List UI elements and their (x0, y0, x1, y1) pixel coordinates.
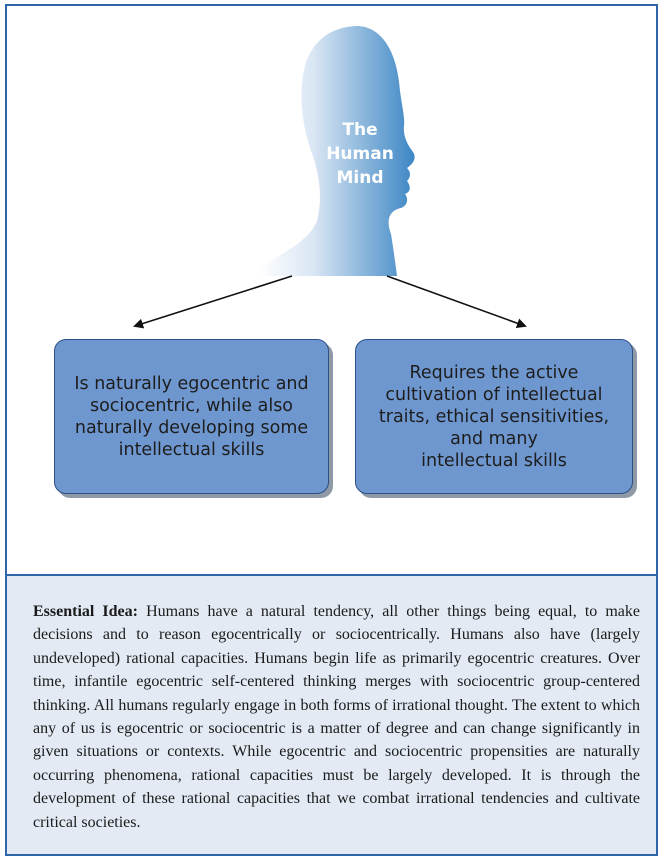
box-right-line-4: and many (450, 428, 538, 449)
head-label: The Human Mind (305, 118, 415, 190)
figure-frame: The Human Mind Is naturally egocentric a… (5, 4, 658, 856)
essential-idea-panel: Essential Idea: Humans have a natural te… (7, 576, 656, 854)
arrow-left (133, 275, 293, 329)
arrow-right (386, 275, 527, 328)
box-right-text: Requires the active cultivation of intel… (379, 362, 609, 472)
essential-idea-lead: Essential Idea: (33, 603, 147, 620)
human-head-silhouette (259, 26, 415, 276)
essential-idea-text: Humans have a natural tendency, all othe… (33, 603, 640, 831)
section-divider (7, 574, 656, 576)
head-label-line-3: Mind (336, 168, 384, 188)
box-requires-cultivation: Requires the active cultivation of intel… (355, 339, 633, 494)
head-label-line-1: The (342, 120, 378, 140)
box-right-line-3: traits, ethical sensitivities, (378, 406, 610, 427)
box-right-line-1: Requires the active (409, 362, 579, 383)
box-right-line-5: intellectual skills (421, 450, 567, 471)
box-naturally-egocentric: Is naturally egocentric and sociocentric… (54, 339, 329, 494)
box-right-line-2: cultivation of intellectual (385, 384, 603, 405)
box-left-text: Is naturally egocentric and sociocentric… (74, 373, 309, 460)
diagram-area: The Human Mind Is naturally egocentric a… (7, 6, 656, 573)
head-label-line-2: Human (326, 144, 394, 164)
head-diagram-svg (133, 26, 527, 329)
